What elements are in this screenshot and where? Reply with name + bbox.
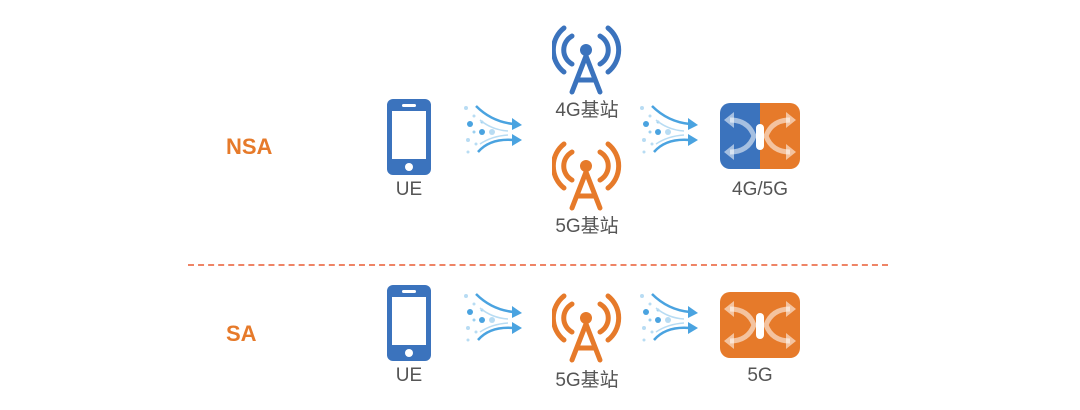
5g-core-label: 5G: [747, 365, 773, 386]
nsa-flow-arrow-icon: [462, 100, 526, 165]
nsa-5g-base-station-label: 5G基站: [555, 216, 619, 237]
sa-flow-arrow-icon-2: [638, 288, 702, 353]
nsa-label: NSA: [226, 134, 273, 159]
section-divider: [188, 264, 888, 266]
nsa-ue-label: UE: [395, 179, 423, 200]
sa-ue-phone-icon: [387, 285, 431, 366]
nsa-flow-arrow-icon-2: [638, 100, 702, 165]
sa-5g-base-station-icon: [552, 292, 622, 369]
nsa-ue-phone-icon: [387, 99, 431, 180]
4g-base-station-icon: [552, 24, 622, 101]
5g-core-network-icon: [720, 292, 800, 363]
sa-5g-base-station-label: 5G基站: [555, 370, 619, 391]
sa-ue-label: UE: [395, 365, 423, 386]
4g-5g-core-network-icon: [720, 103, 800, 174]
4g-base-station-label: 4G基站: [555, 100, 619, 121]
sa-flow-arrow-icon: [462, 288, 526, 353]
sa-label: SA: [226, 321, 257, 346]
nsa-5g-base-station-icon: [552, 140, 622, 217]
4g-5g-core-label: 4G/5G: [732, 179, 788, 200]
